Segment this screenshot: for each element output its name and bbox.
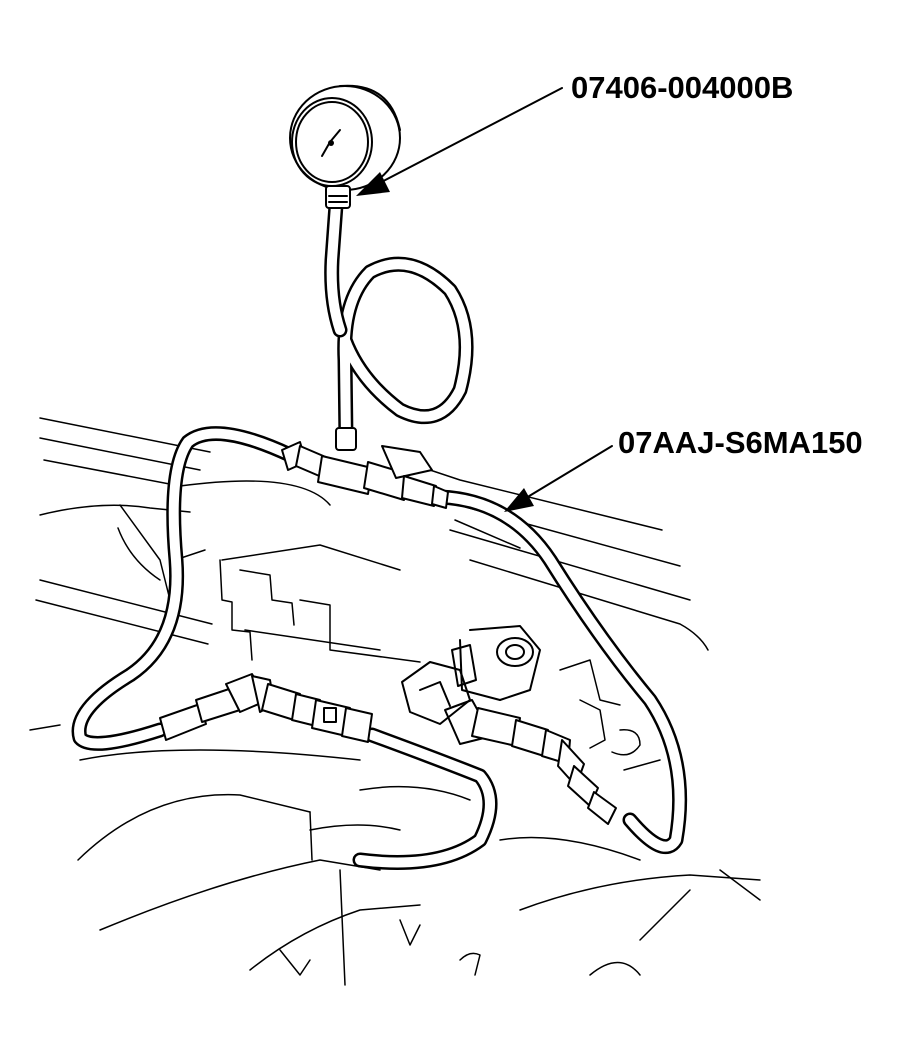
fuel-hose-loop — [71, 426, 688, 870]
callout-leaders — [356, 87, 613, 512]
pressure-gauge — [289, 84, 401, 209]
tee-fitting — [281, 427, 449, 509]
hose-part-number-label: 07AAJ-S6MA150 — [618, 425, 863, 460]
right-coupler-fittings — [471, 707, 617, 825]
gauge-arrow-head — [356, 172, 390, 196]
fuel-rail-assembly — [401, 625, 541, 745]
hose-arrow-head — [504, 488, 534, 512]
left-coupler-fittings — [159, 673, 373, 743]
gauge-part-number-label: 07406-004000B — [571, 70, 794, 105]
gauge-hose — [324, 197, 474, 448]
